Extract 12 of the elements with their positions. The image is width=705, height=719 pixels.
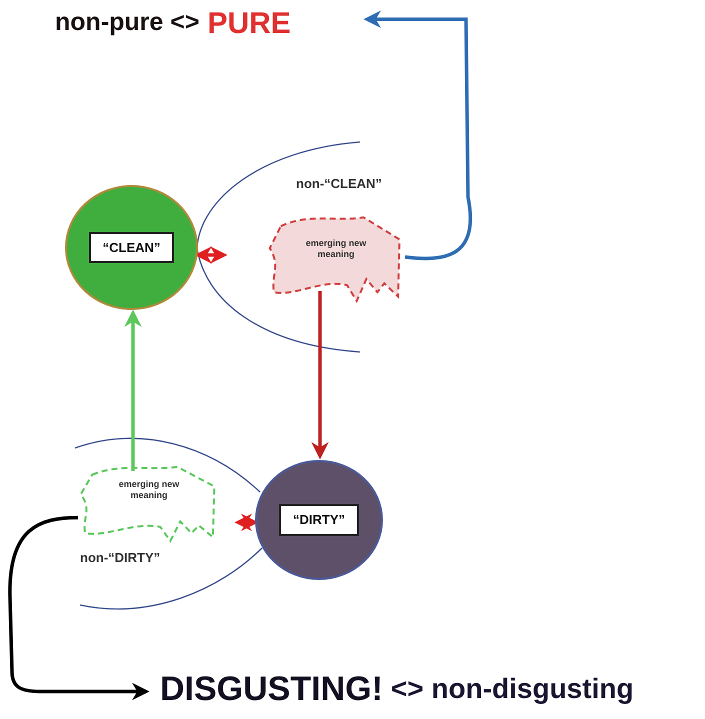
arrow [364,10,472,260]
region-label: non-“CLEAN” [296,175,382,193]
concept-label: “DIRTY” [279,504,359,536]
concept-label: “CLEAN” [88,232,174,264]
heading-text: PURE [207,6,291,42]
arrow [8,516,150,700]
arrow [124,310,142,471]
heading-text: DISGUSTING! [160,668,383,710]
heading-text: non-pure <> [55,7,200,38]
region-label: non-“DIRTY” [80,549,160,567]
arrow [311,291,329,460]
heading-text: <> non-disgusting [390,672,634,706]
